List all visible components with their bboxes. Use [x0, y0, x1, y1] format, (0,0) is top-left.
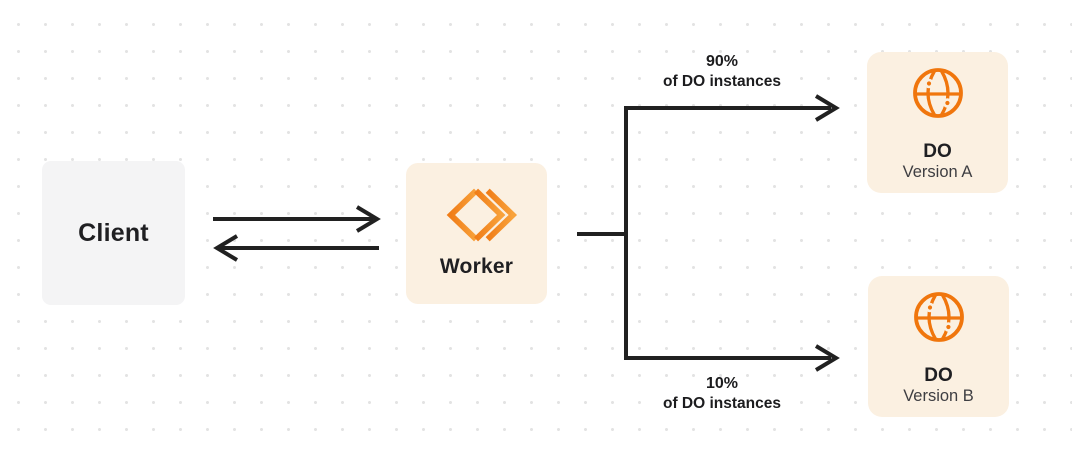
- branch-to-do-a-line: [624, 106, 831, 234]
- split-10-percent-caption: of DO instances: [663, 395, 781, 412]
- client-node-label: Client: [78, 218, 149, 247]
- globe-icon: [913, 292, 964, 342]
- split-10-percent-value: 10%: [705, 375, 739, 392]
- branch-to-do-b-arrowhead-icon: [814, 344, 840, 372]
- worker-to-client-arrow: [213, 234, 379, 262]
- worker-to-client-arrowhead-icon: [213, 234, 239, 262]
- worker-node: Worker: [406, 163, 547, 304]
- do-version-b-node: DO Version B: [868, 276, 1009, 417]
- split-90-percent-caption: of DO instances: [663, 73, 781, 90]
- client-to-worker-arrow: [213, 205, 381, 233]
- client-node: Client: [42, 161, 185, 305]
- do-version-b-subtitle: Version B: [903, 387, 974, 405]
- cloudflare-workers-icon: [446, 188, 517, 242]
- do-version-a-subtitle: Version A: [902, 163, 973, 181]
- worker-node-label: Worker: [439, 255, 514, 278]
- client-to-worker-arrowhead-icon: [355, 205, 381, 233]
- split-90-percent-label: 90% of DO instances: [622, 52, 822, 92]
- split-10-percent-label: 10% of DO instances: [622, 374, 822, 414]
- worker-branch-connector: [577, 94, 840, 372]
- split-90-percent-value: 90%: [705, 53, 739, 70]
- globe-icon: [912, 68, 963, 118]
- do-version-a-node: DO Version A: [867, 52, 1008, 193]
- branch-to-do-a-arrowhead-icon: [814, 94, 840, 122]
- do-version-a-title: DO: [923, 141, 952, 162]
- branch-to-do-b-line: [624, 234, 831, 360]
- do-version-b-title: DO: [924, 365, 953, 386]
